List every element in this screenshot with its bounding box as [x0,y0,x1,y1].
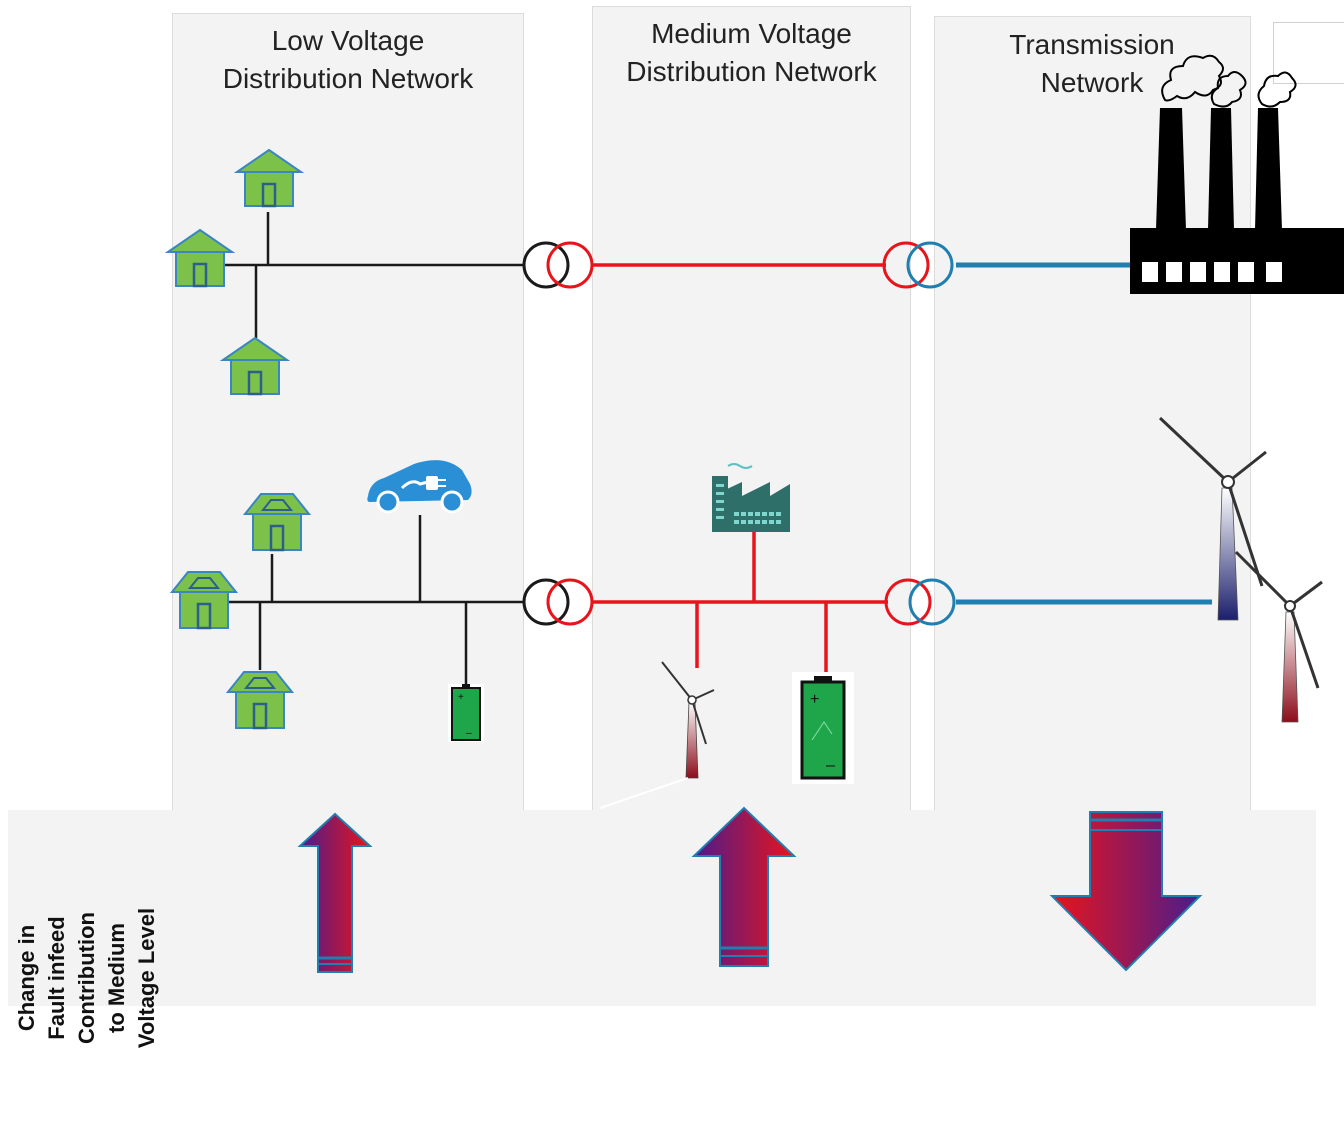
svg-text:+: + [458,692,464,703]
battery-icon: + – [792,672,854,784]
house-icon [221,336,289,396]
wind-turbine-icon [661,661,715,779]
mv-fault-infeed-arrow [691,806,797,967]
house-icon [243,492,311,552]
transformer-icon [522,241,594,289]
medium-voltage-panel [592,6,911,813]
svg-text:–: – [466,728,472,739]
transmission-title: Transmission Network [1009,29,1175,98]
wind-turbine-icon [1158,416,1267,621]
lv-fault-infeed-arrow [297,812,373,973]
low-voltage-title: Low Voltage Distribution Network [222,25,474,94]
power-plant-icon [1130,54,1344,294]
factory-icon [712,463,790,532]
svg-text:–: – [826,757,835,774]
electric-car-icon [367,460,472,514]
legend-box [1273,22,1344,84]
transformer-icon [522,578,594,626]
svg-text:+: + [810,691,819,708]
tx-fault-infeed-arrow [1049,811,1203,972]
house-icon [170,570,238,630]
house-icon [226,670,294,730]
medium-voltage-title: Medium Voltage Distribution Network [626,18,877,87]
house-icon [235,148,303,208]
battery-icon: + – [448,684,484,742]
network-diagram: + – [166,54,1344,973]
transformer-icon [882,241,954,289]
house-icon [166,228,234,288]
transformer-icon [884,578,956,626]
wind-turbine-icon [1234,550,1323,723]
